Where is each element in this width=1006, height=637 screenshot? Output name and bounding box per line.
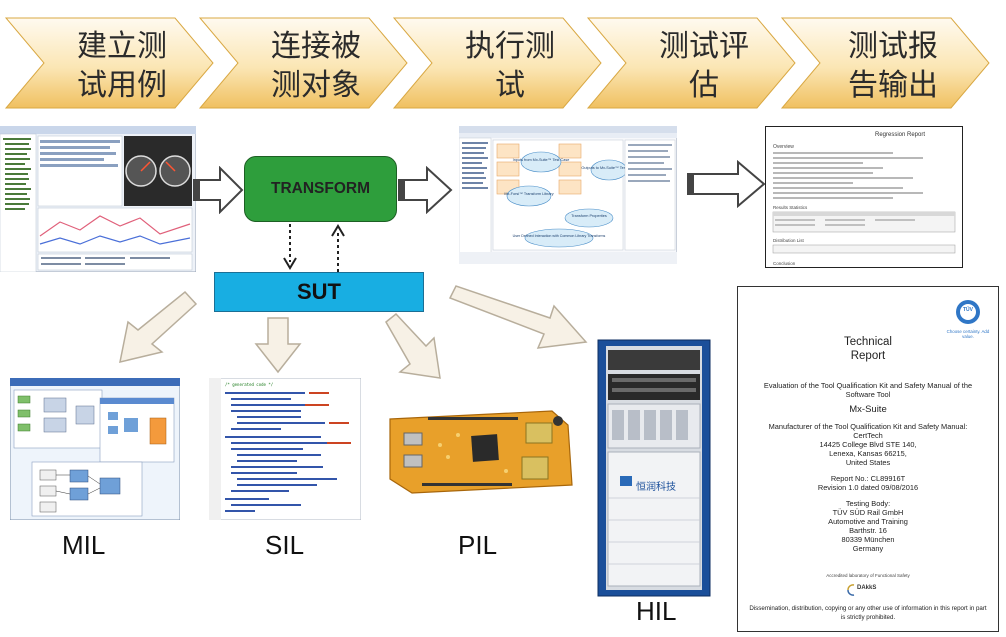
sut-label: SUT	[297, 279, 341, 304]
regression-conclusion: Conclusion	[773, 261, 796, 266]
pil-label: PIL	[458, 530, 498, 560]
report-footer2: is strictly prohibited.	[840, 614, 896, 621]
report-body5: Germany	[852, 544, 884, 553]
report-accredited: Accredited laboratory of Functional Safe…	[826, 573, 910, 578]
test-case-editor-screenshot	[0, 126, 196, 272]
report-title-line2: Report	[850, 350, 886, 362]
hil-rack-graphic	[597, 339, 711, 597]
arrow-to-pil	[385, 312, 441, 379]
step-3-line2: 试	[495, 68, 525, 103]
report-body2: Automotive and Training	[828, 517, 908, 526]
report-revision: Revision 1.0 dated 09/08/2016	[817, 483, 919, 492]
chevron-step-2: 连接被 测对象	[198, 17, 408, 109]
step-1-line2: 试用例	[77, 68, 167, 103]
regression-stats: Results Statistics	[773, 205, 808, 210]
step-5-line2: 告输出	[848, 68, 938, 103]
arrow-transform-to-execution	[398, 166, 453, 214]
chevron-step-5: 测试报 告输出	[780, 17, 990, 109]
step-2-line2: 测对象	[271, 68, 361, 103]
technical-report-document: TÜV Choose certainty. Add value. Technic…	[737, 286, 999, 632]
arrow-to-hil	[448, 285, 588, 349]
hil-label: HIL	[636, 596, 677, 626]
mil-label: MIL	[62, 530, 106, 560]
step-2-line1: 连接被	[271, 29, 361, 64]
report-address2: Lenexa, Kansas 66215,	[829, 449, 907, 458]
tuv-badge: TÜV Choose certainty. Add value.	[946, 297, 990, 341]
hil-vendor-badge: 恒润科技	[636, 482, 676, 493]
report-body4: 80339 München	[841, 535, 895, 544]
report-address1: 14425 College Blvd STE 140,	[819, 440, 917, 449]
report-title-line1: Technical	[844, 336, 892, 348]
report-testing-body: Testing Body:	[845, 499, 891, 508]
sut-box: SUT	[214, 272, 424, 312]
bubble-outputs: Outputs to Mx-Suite™ Test Case	[581, 166, 636, 170]
report-body1: TÜV SÜD Rail GmbH	[832, 508, 904, 517]
transform-label: TRANSFORM	[270, 180, 371, 197]
dakks-text: DAkkS	[857, 585, 877, 591]
svg-text:/* generated code */: /* generated code */	[225, 382, 274, 387]
report-body3: Barthstr. 16	[849, 526, 887, 535]
report-manufacturer-intro: Manufacturer of the Tool Qualification K…	[768, 422, 968, 431]
dakks-logo: DAkkS	[846, 583, 892, 597]
report-footer1: Dissemination, distribution, copying or …	[749, 605, 987, 612]
arrow-to-sil	[254, 317, 302, 374]
bubble-user-defined: User Defined Interaction with Common Lib…	[513, 234, 606, 238]
transform-sut-dotted-arrows	[283, 224, 345, 272]
bubble-transform-properties: Transform Properties	[571, 214, 607, 218]
step-3-line1: 执行测	[465, 29, 555, 64]
report-address3: United States	[845, 458, 891, 467]
tuv-badge-top: TÜV	[963, 307, 973, 313]
arrow-editor-to-transform	[193, 166, 244, 214]
tuv-badge-caption: Choose certainty. Add value.	[946, 329, 990, 339]
report-number: Report No.: CL89916T	[830, 474, 906, 483]
chevron-step-3: 执行测 试	[392, 17, 602, 109]
arrow-execution-to-report	[687, 160, 766, 208]
report-eval-line2: Software Tool	[845, 390, 891, 399]
hil-rack-photo: 恒润科技	[596, 338, 712, 598]
execution-screenshot: Inputs from Mx-Suite™ Test Case Mx-Forsi…	[459, 126, 677, 264]
transform-box: TRANSFORM	[244, 156, 397, 222]
step-1-line1: 建立测	[77, 29, 167, 64]
bubble-inputs: Inputs from Mx-Suite™ Test Case	[513, 158, 570, 162]
step-4-line1: 测试评	[659, 29, 749, 64]
regression-title: Regression Report	[875, 132, 925, 138]
mil-model-screenshot	[10, 378, 180, 520]
dakks-logo-icon	[847, 584, 855, 596]
tuv-logo-icon	[946, 297, 990, 327]
regression-distribution: Distribution List	[773, 238, 805, 243]
report-company: CertTech	[853, 431, 883, 440]
step-4-line2: 估	[689, 68, 719, 103]
bubble-transform-library: Mx-Forsi™ Transform Library	[504, 192, 553, 196]
process-chevrons: 建立测 试用例 连接被 测对象 执行测 试 测试评 估 测试报 告输出	[4, 17, 990, 109]
chevron-step-4: 测试评 估	[586, 17, 796, 109]
chevron-step-1: 建立测 试用例	[4, 17, 214, 109]
report-tool-name: Mx-Suite	[849, 404, 887, 415]
report-eval-line1: Evaluation of the Tool Qualification Kit…	[763, 381, 973, 390]
regression-report-thumbnail: Regression Report Overview Results Stati…	[765, 126, 963, 268]
sil-label: SIL	[265, 530, 305, 560]
pil-board-photo	[382, 405, 576, 497]
sil-code-screenshot: /* generated code */	[209, 378, 361, 520]
step-5-line1: 测试报	[848, 29, 938, 64]
regression-overview: Overview	[773, 144, 794, 150]
arrow-to-mil	[119, 290, 198, 364]
